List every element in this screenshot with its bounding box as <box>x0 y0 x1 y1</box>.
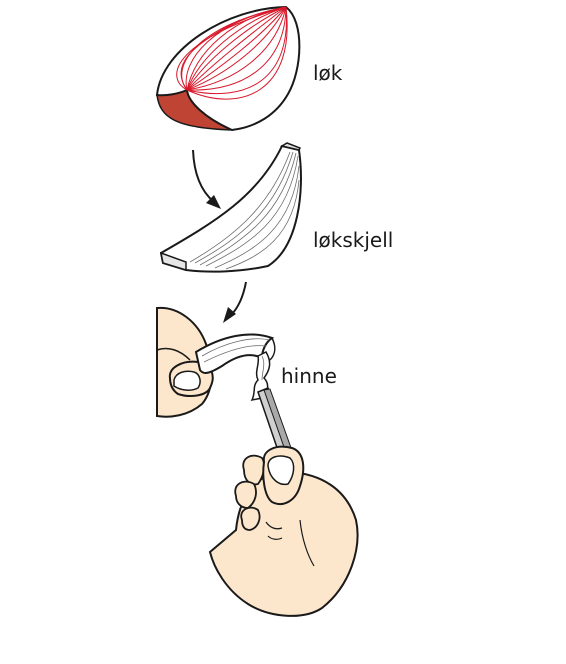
lower-hand-finger-1 <box>242 454 265 486</box>
membrane-illustration <box>250 351 271 402</box>
label-membrane: hinne <box>281 364 337 388</box>
lower-hand-thumbnail <box>267 455 295 486</box>
onion-illustration <box>155 5 301 132</box>
onion-layer-lines <box>176 6 288 100</box>
membrane <box>250 351 271 402</box>
upper-hand-thumbnail <box>173 370 201 391</box>
lower-hand-finger-3 <box>240 506 261 531</box>
lower-hand-finger-2 <box>234 480 257 509</box>
onion-scale-body <box>159 144 302 273</box>
arrow-scale-to-peel <box>223 281 247 323</box>
onion-scale-edge <box>160 251 187 272</box>
onion-scale-illustration <box>159 142 302 273</box>
onion-scale-texture <box>189 151 300 270</box>
arrow-onion-to-scale <box>192 149 221 209</box>
onion-scale-tip <box>280 142 302 151</box>
label-onion: løk <box>313 61 343 85</box>
lower-hand <box>208 445 359 617</box>
label-onion-scale: løkskjell <box>313 228 394 252</box>
